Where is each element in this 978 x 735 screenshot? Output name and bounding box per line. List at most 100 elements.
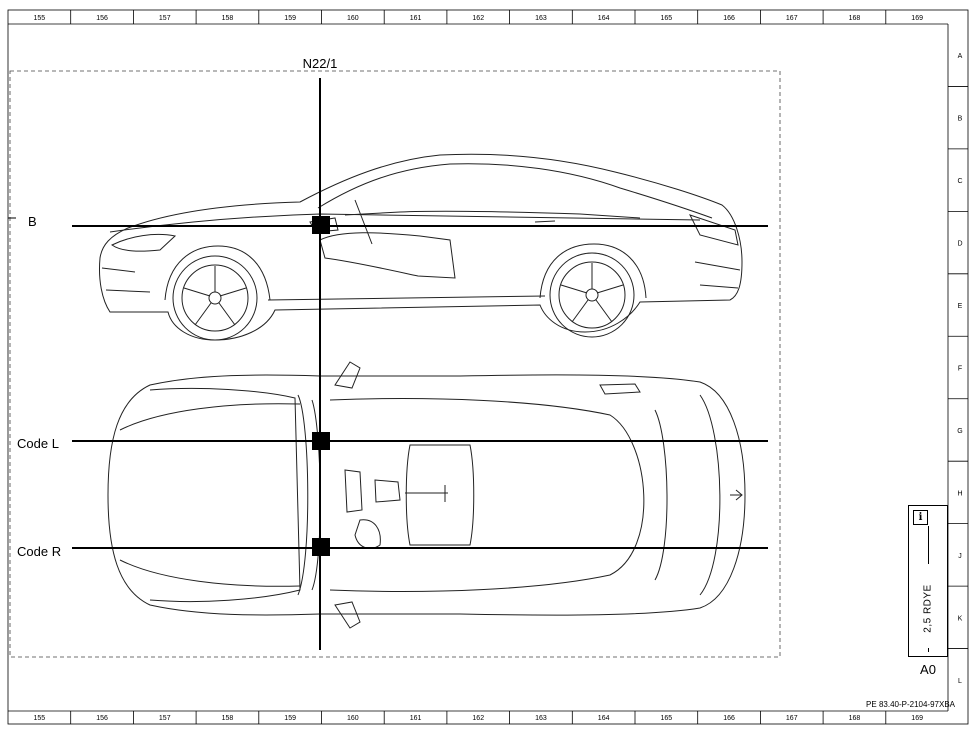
top-side-crease	[119, 383, 641, 587]
column-label: 169	[911, 15, 923, 22]
column-label: 155	[34, 15, 46, 22]
top-hood-outline	[149, 387, 301, 603]
rear-wheel-rim	[558, 261, 626, 329]
side-sill-line	[267, 295, 546, 301]
sheet-size-label: A0	[920, 662, 936, 677]
rear-wheel-arch	[539, 243, 647, 299]
column-label: 169	[911, 715, 923, 722]
front-wheel-rim	[181, 264, 249, 332]
column-label: 158	[222, 15, 234, 22]
side-open-door	[319, 232, 456, 279]
side-front-bumper	[101, 267, 151, 293]
connector-marker-code-l[interactable]	[312, 432, 330, 450]
row-label: F	[958, 366, 962, 373]
top-center-console	[405, 444, 475, 546]
wiring-lines	[72, 78, 768, 650]
side-beltline	[109, 213, 701, 233]
column-label: 161	[410, 15, 422, 22]
row-ruler-right: A B C D E F G H J K L	[948, 53, 968, 685]
car-top-view	[107, 361, 746, 629]
car-side-view	[99, 153, 743, 341]
front-wheel-spokes	[183, 266, 247, 326]
connector-marker-b[interactable]	[312, 216, 330, 234]
top-sunroof-bar	[405, 485, 448, 502]
top-body-outline	[107, 374, 746, 616]
column-label: 156	[96, 715, 108, 722]
column-label: 161	[410, 715, 422, 722]
row-label: D	[957, 241, 962, 248]
info-icon[interactable]: i	[913, 510, 928, 525]
top-seat-left	[344, 469, 401, 513]
column-label: 168	[849, 15, 861, 22]
column-label: 166	[723, 15, 735, 22]
wire-info-box: i 2,5 RDYE	[908, 505, 948, 657]
top-star-emblem	[730, 489, 743, 501]
document-number: PE 83.40-P-2104-97XBA	[866, 700, 955, 709]
column-label: 157	[159, 15, 171, 22]
connector-label-code-l: Code L	[17, 436, 59, 451]
side-headlight	[111, 233, 177, 252]
column-ruler-top: 155 156 157 158 159 160 161 162 163 164 165 166 167 1…	[34, 10, 923, 24]
wire-code-label: 2,5 RDYE	[917, 568, 939, 648]
row-label: G	[957, 428, 962, 435]
column-label: 159	[284, 715, 296, 722]
column-label: 168	[849, 715, 861, 722]
top-mirror-right	[334, 601, 361, 629]
column-label: 163	[535, 15, 547, 22]
column-label: 163	[535, 715, 547, 722]
top-trunk	[699, 394, 721, 596]
column-label: 166	[723, 715, 735, 722]
row-label: E	[958, 303, 963, 310]
connector-markers	[312, 216, 330, 556]
row-label: B	[958, 116, 963, 123]
rear-wheel-outer	[549, 252, 635, 338]
column-label: 164	[598, 15, 610, 22]
front-wheel-arch	[164, 245, 271, 301]
column-label: 167	[786, 15, 798, 22]
row-label: K	[958, 615, 963, 622]
side-body-outline	[99, 153, 743, 341]
top-mirror-left	[334, 361, 361, 389]
component-label: N22/1	[303, 56, 338, 71]
column-label: 157	[159, 715, 171, 722]
front-wheel-hub	[208, 291, 222, 305]
side-rear-bumper	[694, 261, 741, 289]
connector-label-b: B	[28, 214, 37, 229]
front-wheel-outer	[172, 255, 258, 341]
outer-border	[7, 9, 969, 725]
side-window-line	[344, 210, 641, 219]
side-door-handle	[534, 220, 556, 223]
column-label: 160	[347, 15, 359, 22]
row-label: C	[957, 178, 962, 185]
top-rear-window	[654, 409, 668, 581]
column-label: 155	[34, 715, 46, 722]
column-label: 164	[598, 715, 610, 722]
top-windshield	[297, 394, 321, 596]
connector-marker-code-r[interactable]	[312, 538, 330, 556]
column-label: 165	[661, 715, 673, 722]
column-label: 156	[96, 15, 108, 22]
side-steering-wheel	[354, 199, 373, 245]
row-label: J	[958, 553, 962, 560]
column-label: 159	[284, 15, 296, 22]
column-label: 162	[472, 15, 484, 22]
wire-code-text: 2,5 RDYE	[922, 583, 934, 633]
row-label: H	[957, 490, 962, 497]
rear-wheel-hub	[585, 288, 599, 302]
wire-info-line-bottom	[928, 648, 929, 652]
column-label: 160	[347, 715, 359, 722]
component-area-dashed	[9, 70, 781, 658]
row-label: L	[958, 678, 962, 685]
column-label: 165	[661, 15, 673, 22]
row-label: A	[958, 53, 963, 60]
rear-wheel-spokes	[560, 263, 624, 323]
top-roof-outline	[329, 398, 645, 592]
connector-label-code-r: Code R	[17, 544, 61, 559]
top-steering-wheel	[354, 519, 381, 549]
side-roofline	[317, 163, 713, 219]
wire-info-line-top	[928, 526, 929, 564]
column-label: 158	[222, 715, 234, 722]
column-label: 162	[472, 715, 484, 722]
